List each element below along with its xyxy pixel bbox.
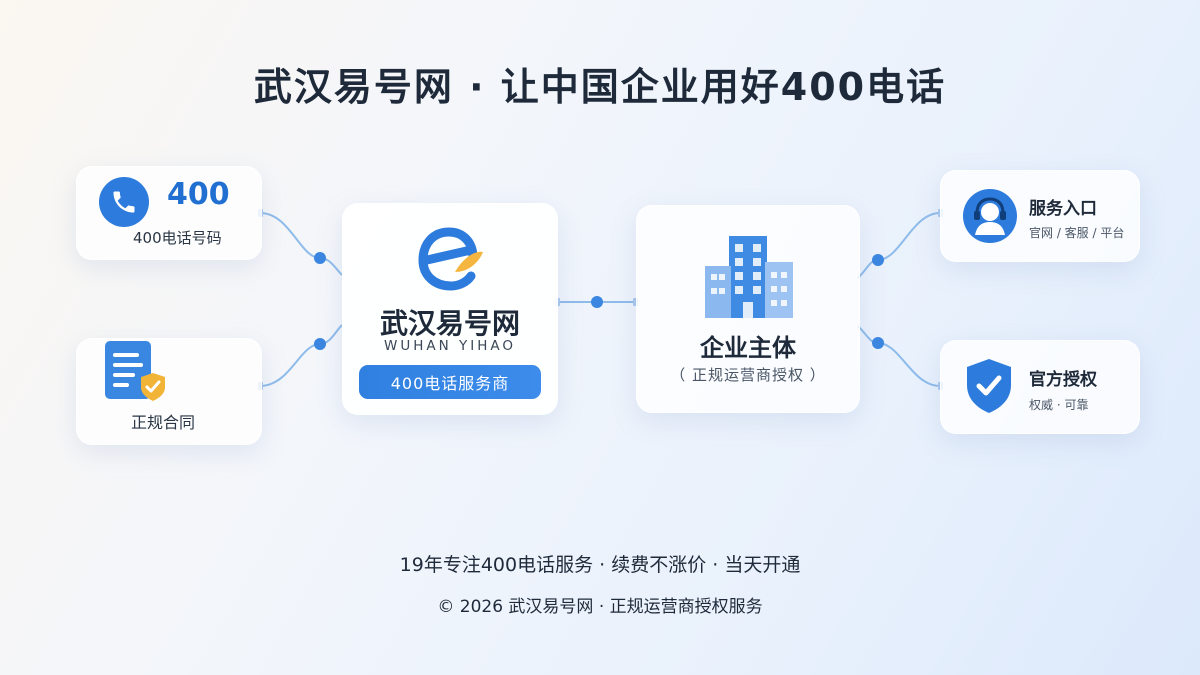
connector-dot <box>314 252 326 264</box>
connector-dot <box>872 254 884 266</box>
phone-number-card: 400 400电话号码 <box>76 166 262 260</box>
authorization-subtitle: 权威 · 可靠 <box>1029 398 1089 412</box>
enterprise-name: 企业主体 <box>700 334 796 362</box>
logo-e-icon <box>415 220 487 296</box>
phone-icon <box>99 177 149 227</box>
footer-slogan: 19年专注400电话服务 · 续费不涨价 · 当天开通 <box>399 554 801 576</box>
connector-left-top <box>259 212 343 276</box>
connector-right-top <box>857 212 941 279</box>
building-icon <box>703 232 795 326</box>
connector-left-bottom <box>259 324 343 387</box>
enterprise-subtitle: （ 正规运营商授权 ） <box>670 366 826 384</box>
service-provider-badge: 400电话服务商 <box>359 365 541 399</box>
phone-number-label: 400电话号码 <box>133 229 222 247</box>
contract-card: 正规合同 <box>76 338 262 445</box>
shield-check-icon <box>963 357 1015 419</box>
authorization-title: 官方授权 <box>1029 370 1097 390</box>
service-entry-card: 服务入口 官网 / 客服 / 平台 <box>940 170 1140 262</box>
company-card: 武汉易号网 WUHAN YIHAO 400电话服务商 <box>342 203 558 415</box>
customer-service-icon <box>963 189 1017 247</box>
service-entry-title: 服务入口 <box>1029 199 1097 219</box>
authorization-card: 官方授权 权威 · 可靠 <box>940 340 1140 434</box>
connector-dot <box>872 337 884 349</box>
company-name-en: WUHAN YIHAO <box>383 338 516 354</box>
contract-document-icon <box>101 339 167 409</box>
connector-right-bottom <box>857 325 941 387</box>
service-entry-subtitle: 官网 / 客服 / 平台 <box>1029 226 1125 240</box>
page-title: 武汉易号网 · 让中国企业用好400电话 <box>253 65 947 109</box>
connector-dot <box>591 296 603 308</box>
enterprise-card: 企业主体 （ 正规运营商授权 ） <box>636 205 860 413</box>
phone-number-400: 400 <box>167 177 230 212</box>
contract-label: 正规合同 <box>131 413 196 432</box>
footer-copyright: © 2026 武汉易号网 · 正规运营商授权服务 <box>437 597 763 617</box>
connector-dot <box>314 338 326 350</box>
company-name: 武汉易号网 <box>379 307 520 340</box>
